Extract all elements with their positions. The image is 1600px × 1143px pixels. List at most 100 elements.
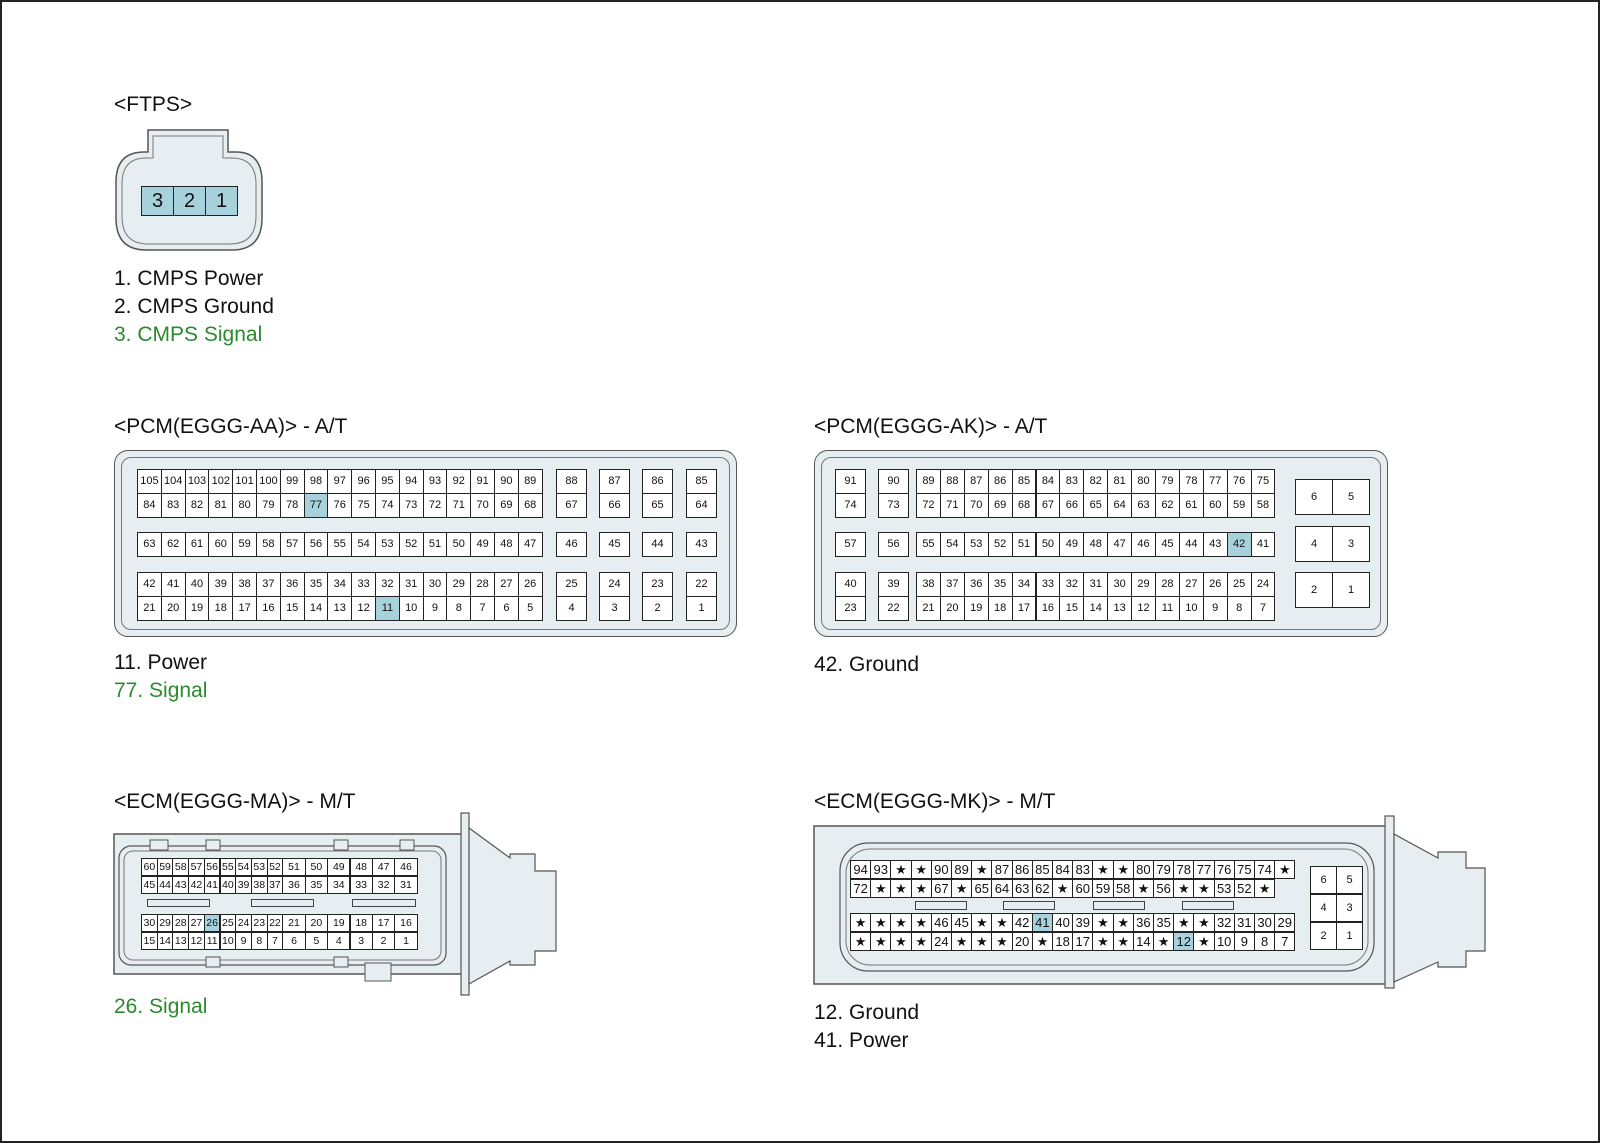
pin-cell: 74 <box>375 493 400 518</box>
pin-cell: 46 <box>930 913 952 932</box>
pin-cell: 70 <box>963 493 989 518</box>
pin-cell: 25 <box>219 914 237 932</box>
pin-cell: 60 <box>1202 493 1228 518</box>
pin-cell: 6 <box>494 596 519 621</box>
pin-cell: 57 <box>835 532 866 557</box>
pin-cell: 80 <box>1132 860 1154 879</box>
pin-cell: 17 <box>232 596 257 621</box>
pin-cell: 85 <box>686 469 717 494</box>
pin-cell: 52 <box>398 532 424 557</box>
pin-cell: 2 <box>173 186 206 216</box>
pcm-ak-legend: 42. Ground <box>814 651 919 679</box>
pin-cell-star: ★ <box>1132 879 1154 898</box>
pin-cell: 31 <box>394 876 418 894</box>
pin-cell: 52 <box>987 532 1013 557</box>
ftps-title: <FTPS> <box>114 93 193 116</box>
pin-cell: 55 <box>327 532 353 557</box>
pin-cell: 48 <box>494 532 519 557</box>
pin-cell: 91 <box>835 469 866 494</box>
pin-cell: 40 <box>835 572 866 597</box>
pin-cell-star: ★ <box>971 932 993 951</box>
pin-cell: 53 <box>375 532 400 557</box>
key-slot <box>251 899 314 907</box>
pin-cell: 5 <box>1332 479 1370 515</box>
pin-cell: 25 <box>556 572 587 597</box>
pin-cell: 60 <box>141 858 158 876</box>
pin-cell: 51 <box>282 858 306 876</box>
pin-cell: 75 <box>1233 860 1255 879</box>
pin-cell: 59 <box>1226 493 1252 518</box>
legend-item: 41. Power <box>814 1029 909 1052</box>
pin-cell: 38 <box>250 876 268 894</box>
key-slot <box>1093 901 1145 910</box>
pin-cell: 20 <box>160 596 186 621</box>
pin-cell-star: ★ <box>910 913 932 932</box>
pin-cell: 3 <box>141 186 174 216</box>
pin-cell: 14 <box>303 596 329 621</box>
pin-cell: 62 <box>1155 493 1180 518</box>
pin-cell: 32 <box>1059 572 1085 597</box>
pin-cell: 36 <box>282 876 306 894</box>
pin-cell: 24 <box>1250 572 1276 597</box>
pin-cell-star: ★ <box>850 932 872 951</box>
pin-cell: 16 <box>1035 596 1061 621</box>
pin-cell: 74 <box>835 493 866 518</box>
pin-cell: 77 <box>1202 469 1228 494</box>
pin-cell: 81 <box>208 493 234 518</box>
pin-cell-star: ★ <box>890 913 912 932</box>
pin-cell: 22 <box>686 572 717 597</box>
pin-cell-star: ★ <box>951 879 973 898</box>
pin-cell: 49 <box>1059 532 1085 557</box>
pin-cell: 71 <box>939 493 965 518</box>
pin-cell: 51 <box>422 532 448 557</box>
pin-cell: 61 <box>1178 493 1204 518</box>
pin-cell: 47 <box>1107 532 1133 557</box>
pin-cell: 56 <box>303 532 329 557</box>
pin-cell: 31 <box>398 572 424 597</box>
pin-cell: 41 <box>1031 913 1053 932</box>
ecm-ma-legend: 26. Signal <box>114 993 207 1021</box>
pin-cell: 14 <box>1132 932 1154 951</box>
key-slot <box>1182 901 1234 910</box>
pin-cell-star: ★ <box>1274 860 1296 879</box>
pcm-aa-housing-inner <box>121 457 730 630</box>
pin-cell: 31 <box>1233 913 1255 932</box>
pin-cell: 15 <box>141 932 158 950</box>
pin-cell: 69 <box>494 493 519 518</box>
pin-cell: 17 <box>1072 932 1094 951</box>
pin-cell: 13 <box>1107 596 1133 621</box>
pin-cell: 24 <box>930 932 952 951</box>
pin-cell: 8 <box>446 596 472 621</box>
legend-item: 12. Ground <box>814 1001 920 1024</box>
key-slot <box>1003 901 1055 910</box>
pin-cell: 30 <box>422 572 448 597</box>
pcm-ak-housing-inner <box>821 457 1381 630</box>
pin-cell: 16 <box>394 914 418 932</box>
pin-cell: 62 <box>160 532 186 557</box>
pin-cell: 100 <box>256 469 281 494</box>
pin-cell: 15 <box>1059 596 1085 621</box>
pin-cell: 53 <box>963 532 989 557</box>
pin-cell: 75 <box>351 493 376 518</box>
pin-cell: 37 <box>939 572 965 597</box>
pin-cell: 78 <box>1178 469 1204 494</box>
pin-cell-star: ★ <box>910 932 932 951</box>
pin-cell: 17 <box>371 914 396 932</box>
pin-cell: 13 <box>327 596 353 621</box>
pin-cell: 58 <box>172 858 190 876</box>
legend-item: 11. Power <box>114 651 207 674</box>
pin-cell-star: ★ <box>1092 913 1114 932</box>
pin-cell: 3 <box>349 932 373 950</box>
pin-cell: 21 <box>137 596 162 621</box>
pin-cell: 75 <box>1250 469 1276 494</box>
pin-cell: 42 <box>188 876 205 894</box>
key-slot <box>915 901 967 910</box>
pin-cell: 59 <box>1092 879 1114 898</box>
pin-cell: 40 <box>184 572 210 597</box>
pin-cell: 74 <box>1254 860 1276 879</box>
pin-cell: 6 <box>1295 479 1333 515</box>
key-slot <box>147 899 210 907</box>
pin-cell: 3 <box>1332 526 1370 562</box>
pin-cell: 58 <box>1112 879 1134 898</box>
pin-cell: 42 <box>1011 913 1033 932</box>
